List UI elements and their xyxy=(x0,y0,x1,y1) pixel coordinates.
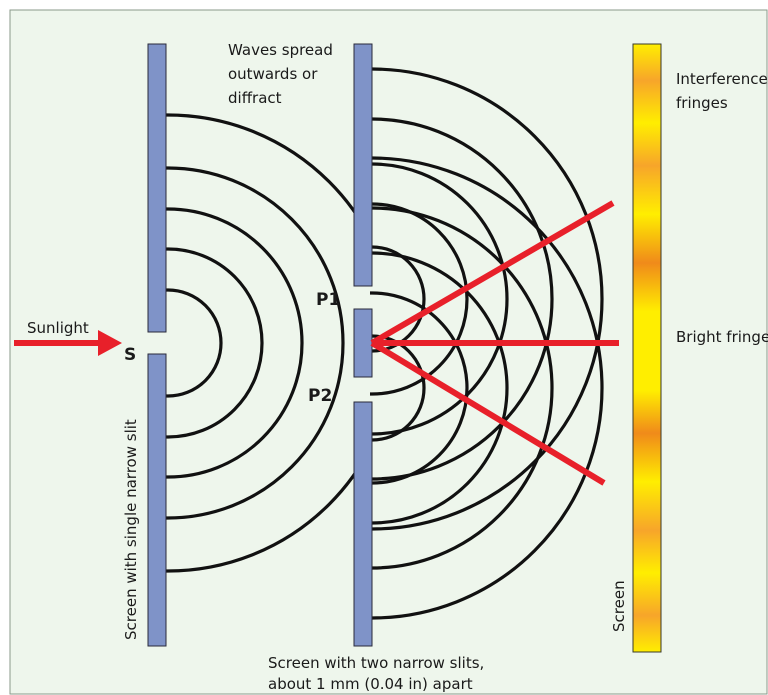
ray-upper xyxy=(370,200,615,346)
ray-lower xyxy=(370,340,606,486)
wave-s-3 xyxy=(165,207,304,479)
fringe-screen xyxy=(632,43,662,653)
interference-rays xyxy=(370,200,619,486)
screen-label: Screen xyxy=(610,580,628,632)
wave-s-5 xyxy=(165,113,371,573)
source-s-label: S xyxy=(124,345,136,365)
two-slit-screen-label: Screen with two narrow slits, about 1 mm… xyxy=(268,654,489,693)
single-slit-waves xyxy=(165,113,371,573)
sunlight-label: Sunlight xyxy=(27,319,89,337)
p2-label: P2 xyxy=(308,386,332,406)
bright-fringe-label: Bright fringe xyxy=(676,328,768,346)
single-slit-screen-bottom xyxy=(147,353,167,647)
interference-fringes-label: Interference fringes xyxy=(676,70,768,112)
sunlight-arrow xyxy=(14,330,122,356)
single-slit-screen-label: Screen with single narrow slit xyxy=(122,419,140,640)
double-slit-screen-top xyxy=(353,43,373,287)
single-slit-screen-top xyxy=(147,43,167,333)
waves-spread-label: Waves spread outwards or diffract xyxy=(228,41,338,107)
double-slit-screen-middle xyxy=(353,308,373,378)
wave-s-2 xyxy=(165,247,264,439)
wave-s-4 xyxy=(165,166,345,520)
double-slit-screen-bottom xyxy=(353,401,373,647)
p1-label: P1 xyxy=(316,290,340,310)
wave-s-1 xyxy=(165,288,223,398)
